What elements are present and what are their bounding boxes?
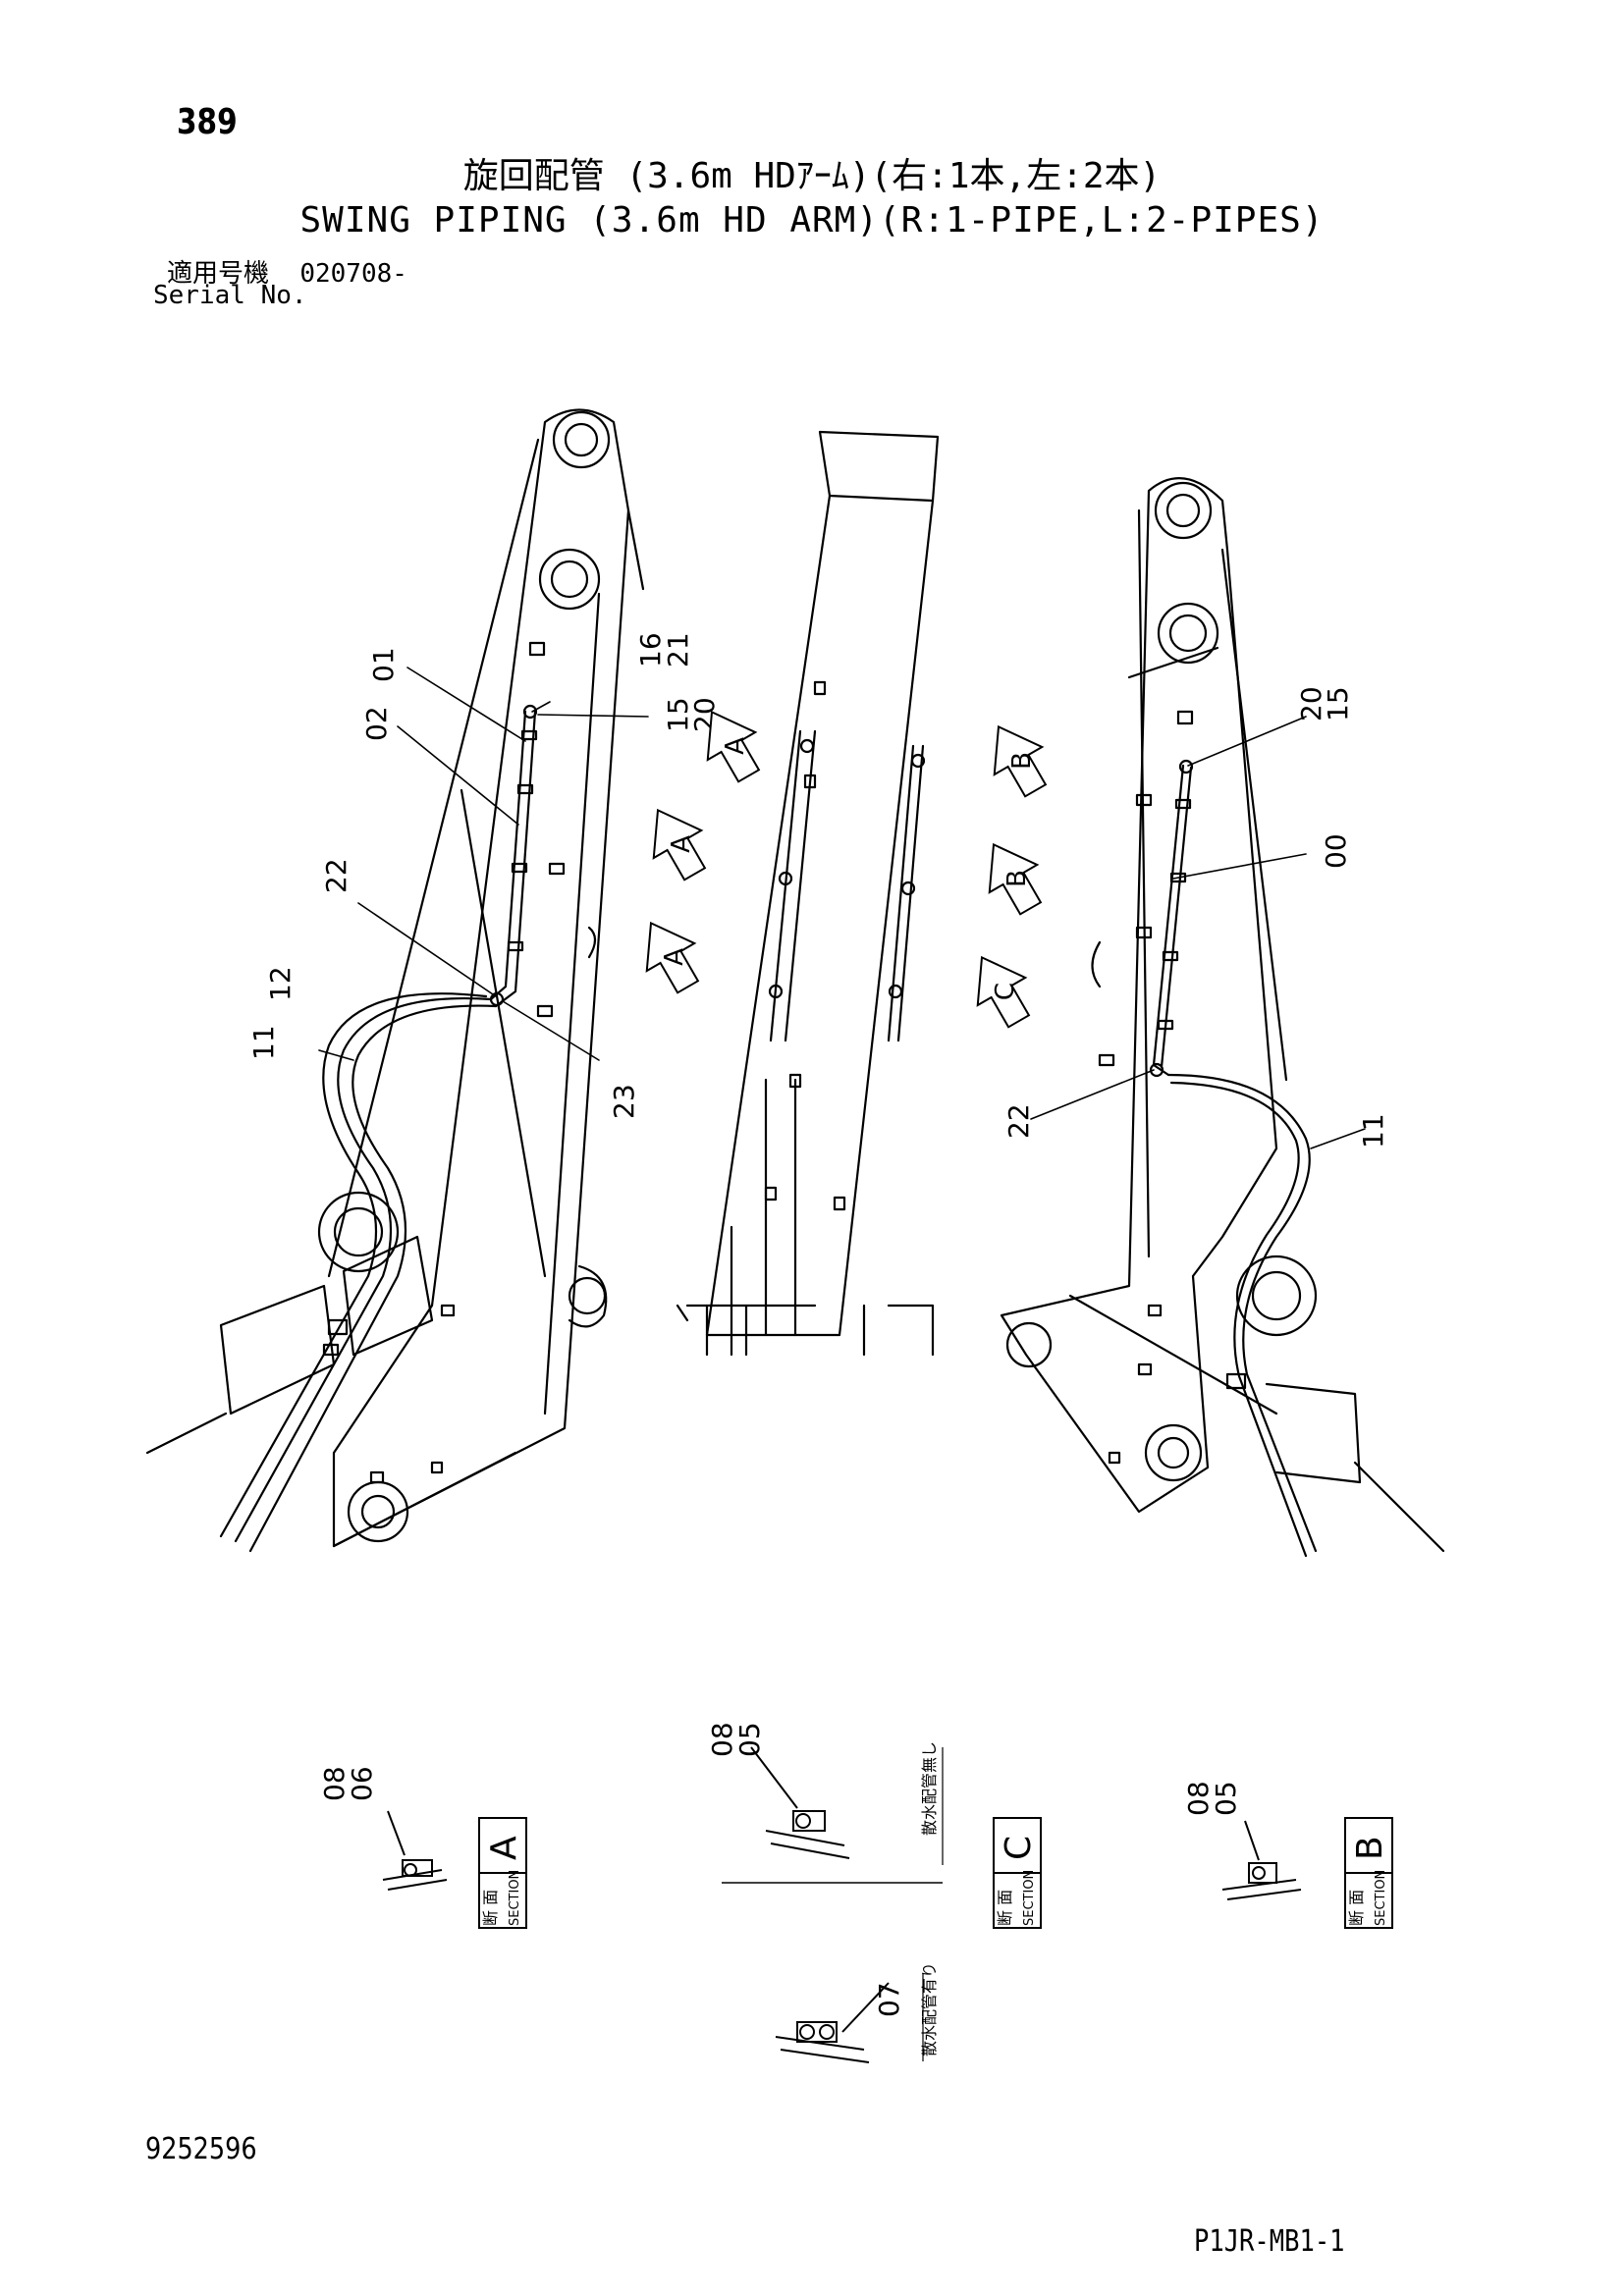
serial-label-en: Serial No.: [153, 281, 307, 310]
right-boom: [1000, 477, 1445, 1553]
section-c-callout-07: 07: [873, 1982, 905, 2017]
right-pipe: [1149, 759, 1318, 1558]
callout-22-left: 22: [320, 858, 352, 893]
page-number: 389: [177, 102, 238, 142]
view-arrow-c: C: [976, 955, 1031, 1029]
title-english: SWING PIPING (3.6m HD ARM)(R:1-PIPE,L:2-…: [299, 200, 1325, 240]
callout-21: 21: [662, 632, 694, 667]
callout-15-left: 15: [662, 697, 694, 732]
callout-00: 00: [1320, 833, 1352, 869]
callout-20-right: 20: [1295, 686, 1327, 721]
page-code: P1JR-MB1-1: [1194, 2224, 1345, 2259]
callout-12: 12: [264, 966, 297, 1001]
section-b-label-en: SECTION: [1374, 1870, 1388, 1926]
view-arrow-a-3-letter: A: [660, 948, 689, 966]
section-b-callout-05: 05: [1210, 1781, 1242, 1816]
view-arrow-b-2: B: [988, 842, 1043, 916]
section-c-callout-05: 05: [733, 1722, 766, 1757]
callout-11-right: 11: [1357, 1113, 1389, 1148]
callout-22-right: 22: [1002, 1103, 1035, 1139]
left-boom: [145, 408, 645, 1548]
middle-top-view: [676, 430, 940, 1357]
section-a-callout-08: 08: [318, 1766, 351, 1801]
section-a-label-en: SECTION: [508, 1870, 522, 1926]
view-arrow-a-2: A: [652, 808, 707, 881]
view-arrow-a-2-letter: A: [667, 835, 696, 853]
callout-15-right: 15: [1322, 686, 1354, 721]
drawing-number: 9252596: [145, 2132, 257, 2166]
callout-23: 23: [608, 1084, 640, 1119]
section-a-letter: A: [484, 1836, 524, 1860]
section-c-label-en: SECTION: [1022, 1870, 1037, 1926]
view-arrow-b-2-letter: B: [1002, 870, 1032, 887]
section-c-letter: C: [999, 1836, 1039, 1860]
view-arrow-b-1-letter: B: [1007, 752, 1037, 770]
section-c-detail: [722, 1746, 1042, 2063]
serial-label-jp: 適用号機: [167, 259, 270, 289]
section-a-label-jp: 断 面: [481, 1890, 500, 1926]
leader-lines: [318, 667, 1366, 1149]
section-a-detail: [382, 1810, 527, 1929]
view-arrow-b-1: B: [993, 724, 1048, 798]
serial-value: 020708-: [299, 259, 407, 289]
left-pipes: [219, 704, 538, 1553]
view-arrow-a-1-letter: A: [721, 737, 750, 755]
section-b-detail: [1221, 1817, 1393, 1929]
callout-16: 16: [634, 632, 667, 667]
section-b-letter: B: [1350, 1836, 1390, 1860]
callout-02: 02: [360, 706, 393, 741]
section-c-callout-08: 08: [706, 1722, 738, 1757]
section-b-callout-08: 08: [1182, 1781, 1215, 1816]
section-c-note-without: 散水配管無し: [920, 1741, 939, 1836]
section-c-label-jp: 断 面: [996, 1890, 1014, 1926]
view-arrow-a-3: A: [645, 921, 700, 994]
callout-11-left: 11: [247, 1025, 280, 1060]
view-arrow-a-1: A: [706, 710, 761, 783]
section-b-label-jp: 断 面: [1347, 1890, 1366, 1926]
title-japanese: 旋回配管 (3.6m HDｱｰﾑ)(右:1本,左:2本): [462, 156, 1162, 196]
section-a-callout-06: 06: [346, 1766, 378, 1801]
section-c-note-with: 散水配管有り: [920, 1962, 939, 2056]
serial-line: 適用号機 020708-: [167, 253, 407, 290]
view-arrow-c-letter: C: [991, 983, 1020, 1000]
callout-01: 01: [367, 647, 400, 682]
